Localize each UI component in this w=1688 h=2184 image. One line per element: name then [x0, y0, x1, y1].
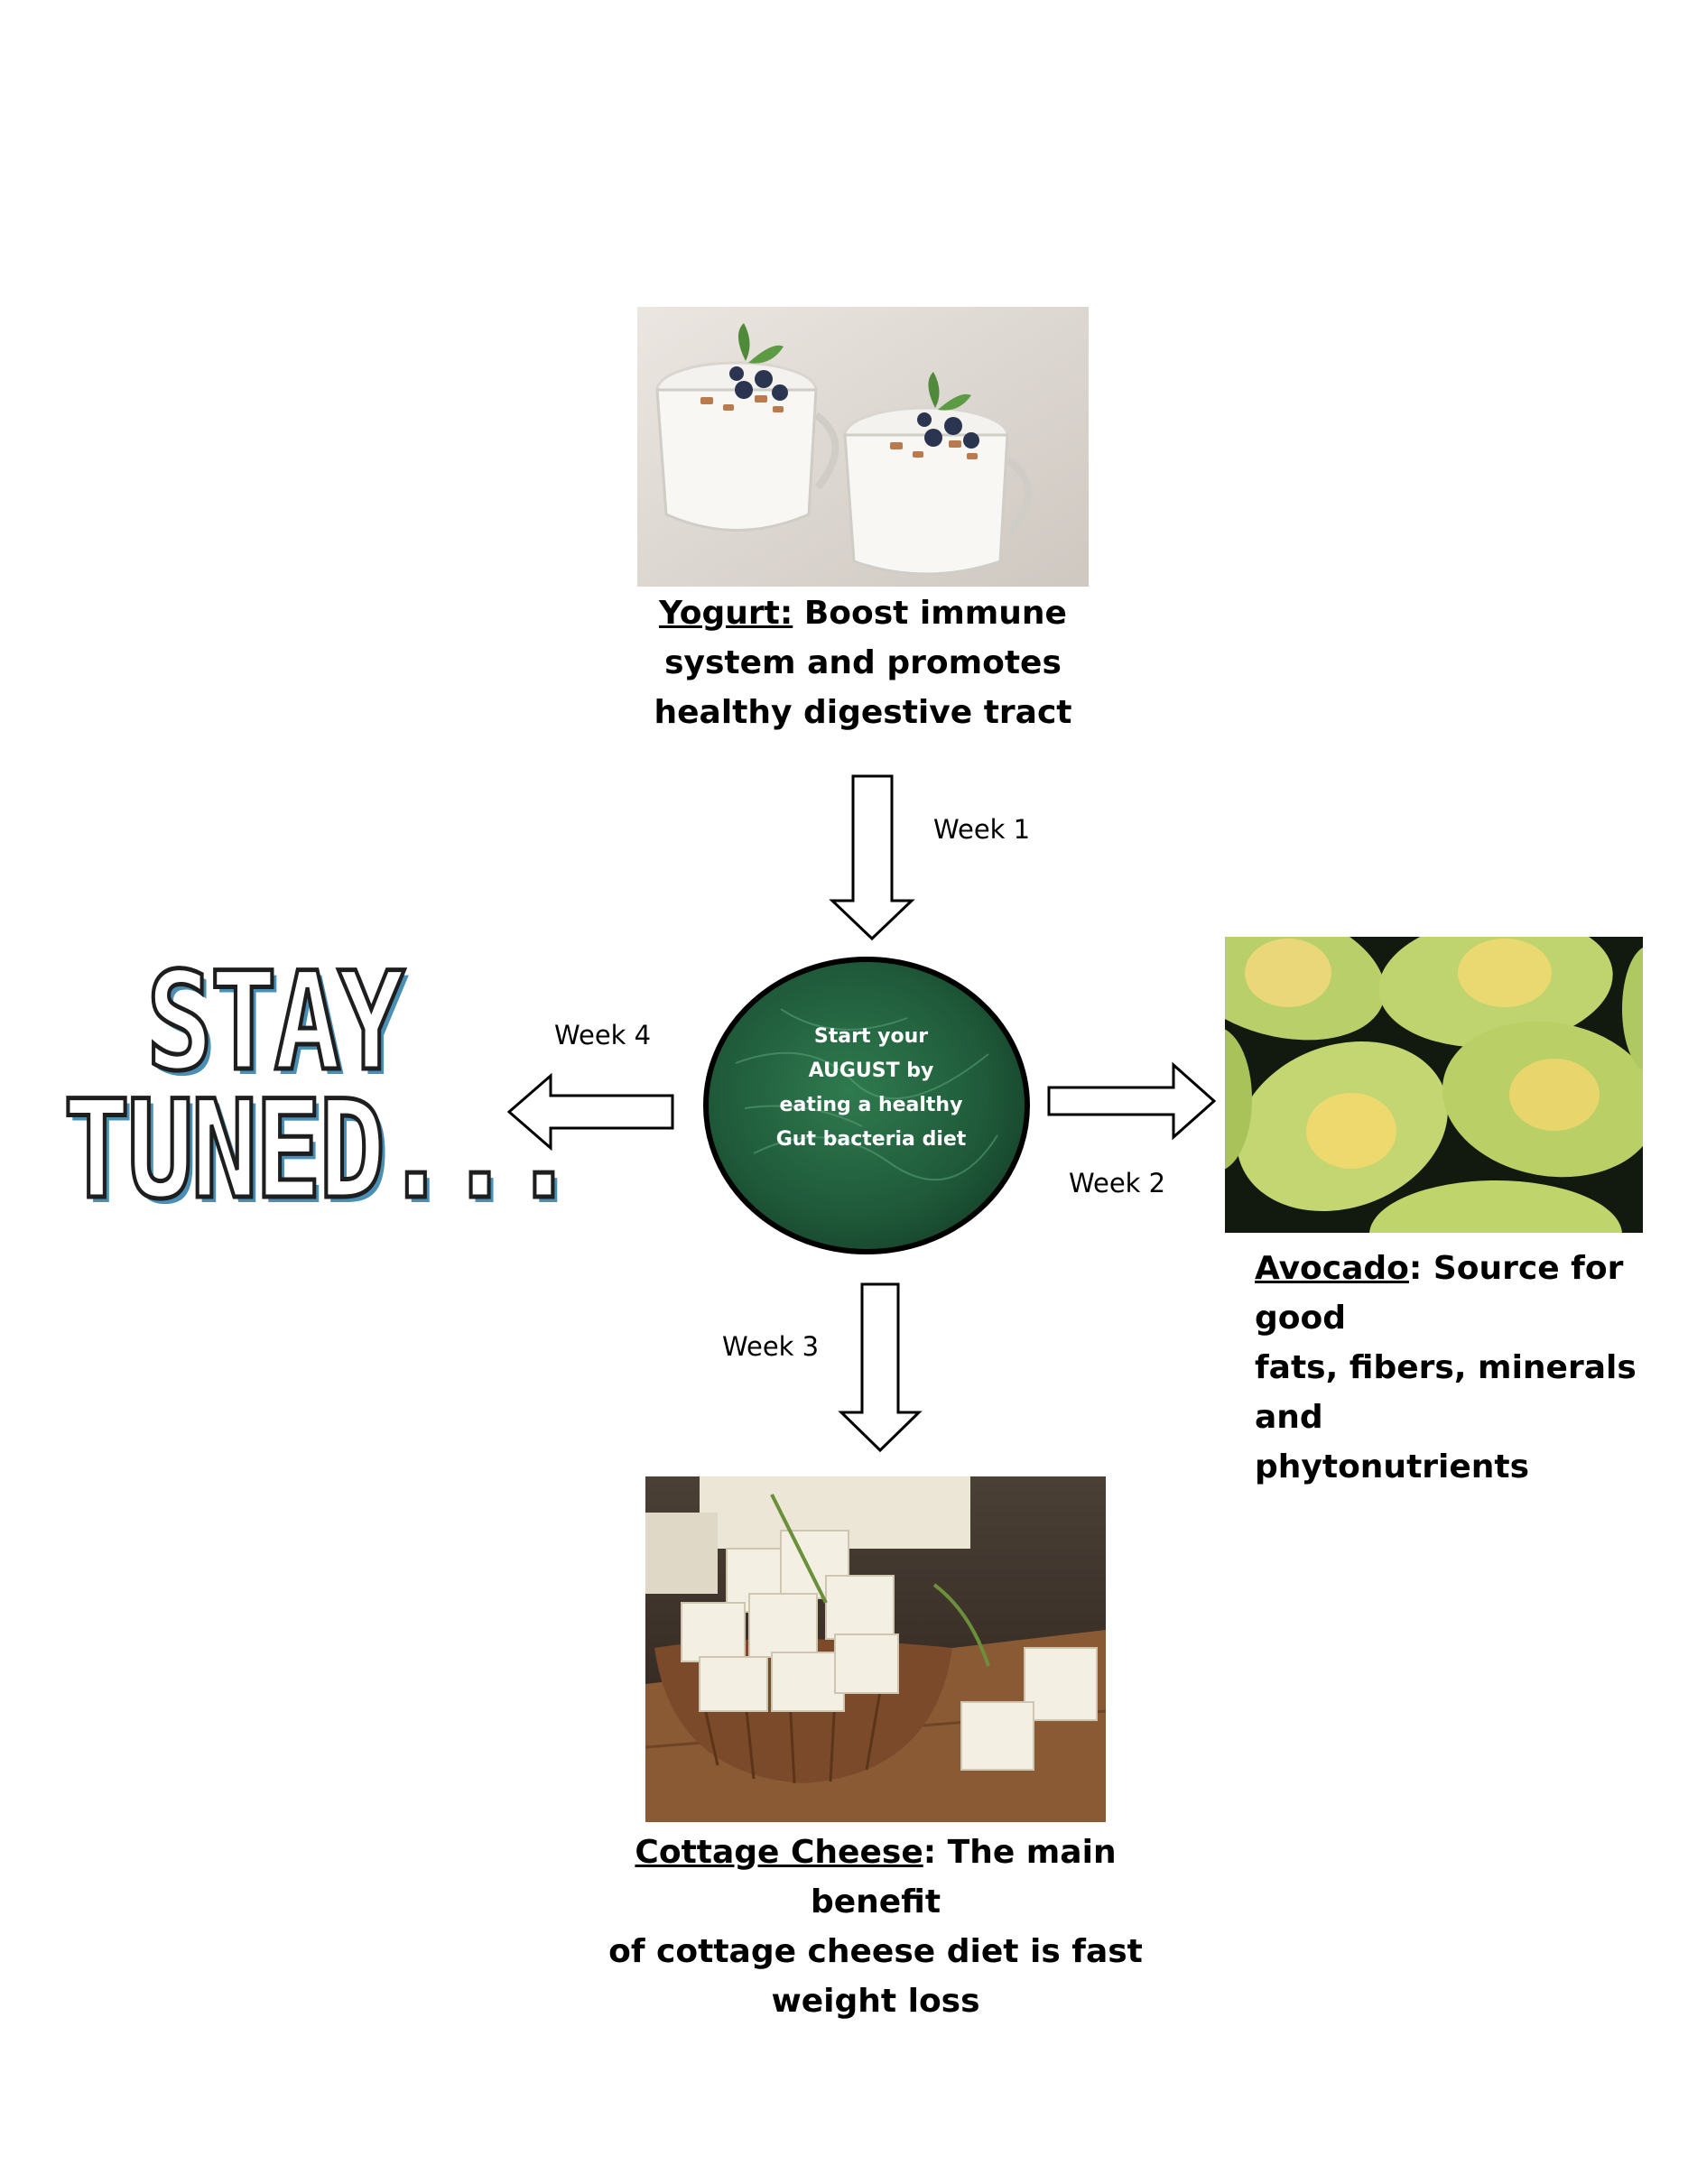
cottage-cheese-caption: Cottage Cheese: The main benefit of cott…: [587, 1828, 1164, 2026]
stay-tuned-line2: TUNED...: [61, 1072, 580, 1229]
arrow-down-week1: [829, 774, 915, 941]
arrow-down-week3: [838, 1282, 923, 1453]
cottage-cheese-line2: of cottage cheese diet is fast: [608, 1933, 1143, 1970]
yogurt-line3: healthy digestive tract: [654, 694, 1072, 731]
week1-label: Week 1: [933, 814, 1031, 845]
avocado-line1: : Source for good: [1255, 1250, 1624, 1337]
yogurt-image: [637, 307, 1089, 587]
cottage-cheese-image: [645, 1476, 1106, 1822]
avocado-line3: phytonutrients: [1255, 1448, 1530, 1485]
week4-label: Week 4: [554, 1020, 652, 1050]
arrow-right-week2: [1047, 1061, 1217, 1141]
center-line3: eating a healthy: [779, 1094, 963, 1116]
arrow-left-week4: [506, 1072, 674, 1152]
cottage-cheese-line3: weight loss: [771, 1983, 980, 2020]
stay-tuned-line1: STAY: [144, 944, 406, 1101]
yogurt-line2: system and promotes: [664, 644, 1062, 681]
cottage-cheese-line1: : The main benefit: [810, 1834, 1117, 1920]
avocado-caption: Avocado: Source for good fats, fibers, m…: [1255, 1244, 1670, 1492]
avocado-line2: fats, fibers, minerals and: [1255, 1349, 1637, 1436]
yogurt-line1: Boost immune: [793, 595, 1067, 632]
yogurt-caption: Yogurt: Boost immune system and promotes…: [637, 588, 1089, 737]
center-line4: Gut bacteria diet: [775, 1128, 967, 1151]
center-line2: AUGUST by: [808, 1060, 934, 1082]
yogurt-name: Yogurt:: [659, 595, 793, 632]
center-line1: Start your: [813, 1025, 929, 1048]
avocado-name: Avocado: [1255, 1250, 1409, 1287]
cottage-cheese-name: Cottage Cheese: [635, 1834, 923, 1871]
week2-label: Week 2: [1069, 1168, 1166, 1198]
center-circle: [703, 957, 1030, 1254]
week3-label: Week 3: [722, 1331, 820, 1362]
center-text: Start your AUGUST by eating a healthy Gu…: [704, 1020, 1038, 1157]
avocado-image: [1225, 937, 1643, 1233]
